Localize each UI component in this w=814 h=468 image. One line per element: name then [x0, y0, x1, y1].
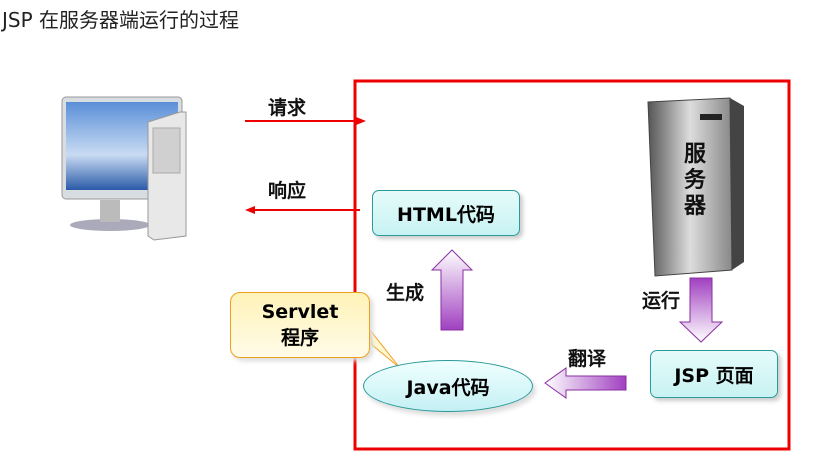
page-title: JSP 在服务器端运行的过程 [2, 8, 240, 32]
server-boundary-frame [353, 79, 791, 451]
generate-arrow [430, 249, 474, 331]
servlet-callout-line2: 程序 [280, 327, 319, 349]
run-arrow [678, 277, 724, 343]
response-arrow [245, 206, 360, 214]
request-arrow [245, 117, 366, 125]
java-code-node: Java代码 [363, 360, 533, 412]
run-label: 运行 [642, 290, 681, 312]
translate-label: 翻译 [568, 348, 607, 370]
generate-label: 生成 [386, 282, 425, 304]
response-label: 响应 [268, 180, 307, 202]
server-icon [647, 97, 744, 277]
html-code-node: HTML代码 [372, 190, 520, 236]
request-label: 请求 [268, 97, 307, 119]
servlet-callout-line1: Servlet [261, 301, 339, 323]
translate-arrow [544, 367, 627, 399]
server-label: 服务器 [684, 142, 707, 219]
client-computer-icon [61, 96, 187, 241]
jsp-page-node: JSP 页面 [650, 350, 778, 398]
callout-pointer [369, 328, 401, 369]
servlet-callout: Servlet 程序 [230, 292, 370, 358]
